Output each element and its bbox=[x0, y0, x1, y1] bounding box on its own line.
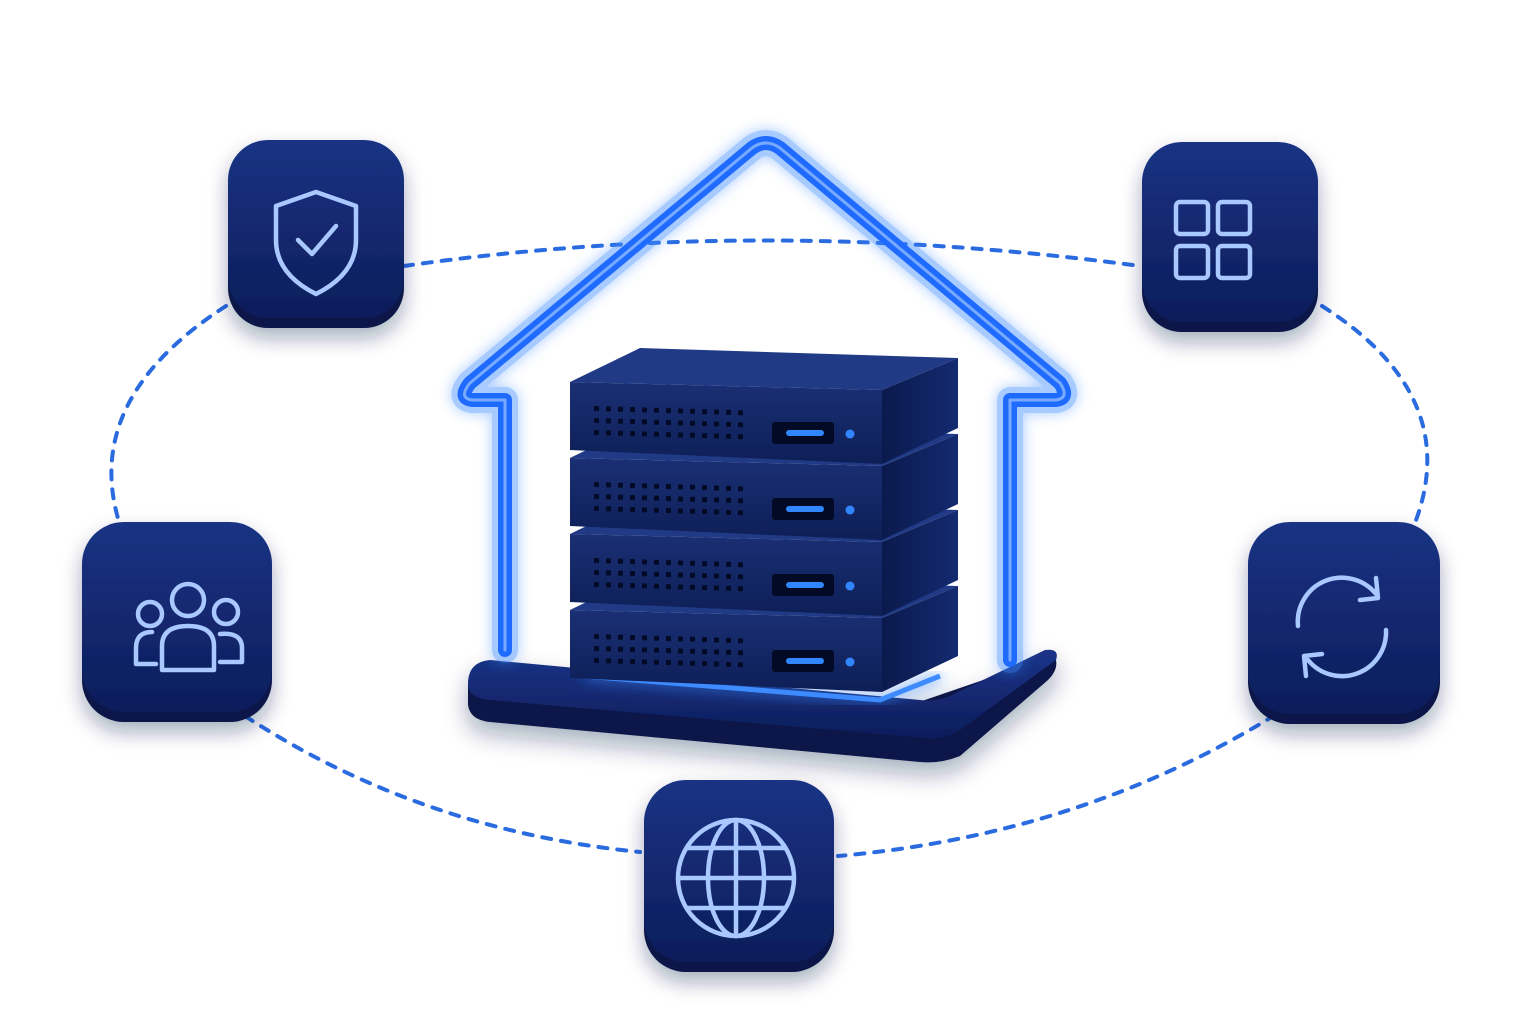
server-unit bbox=[570, 348, 958, 464]
server-vents bbox=[594, 482, 743, 516]
tile-users[interactable] bbox=[82, 522, 272, 722]
tile-web[interactable] bbox=[644, 780, 834, 972]
connector-security-users bbox=[109, 304, 228, 527]
tile-sync[interactable] bbox=[1248, 522, 1440, 724]
connector-users-web bbox=[243, 714, 642, 854]
users-icon bbox=[133, 581, 245, 673]
status-led-bar bbox=[786, 658, 824, 664]
house-outline bbox=[451, 130, 1078, 673]
tile-apps[interactable] bbox=[1142, 142, 1318, 332]
connector-lines bbox=[109, 238, 1430, 858]
server-stack bbox=[570, 348, 958, 692]
tile-security[interactable] bbox=[228, 140, 404, 328]
status-led-bar bbox=[786, 430, 824, 436]
status-led-bar bbox=[786, 506, 824, 512]
sync-icon bbox=[1295, 575, 1389, 679]
power-led bbox=[845, 429, 855, 439]
server-vents bbox=[594, 634, 743, 668]
server-vents bbox=[594, 558, 743, 592]
power-led bbox=[845, 657, 855, 667]
connector-security-apps bbox=[402, 238, 1142, 268]
globe-icon bbox=[675, 817, 797, 939]
hub bbox=[451, 130, 1078, 763]
connector-sync-web bbox=[836, 713, 1277, 858]
grid-icon bbox=[1173, 199, 1253, 281]
shield-check-icon bbox=[273, 189, 359, 297]
status-led-bar bbox=[786, 582, 824, 588]
power-led bbox=[845, 505, 855, 515]
power-led bbox=[845, 581, 855, 591]
connector-apps-sync bbox=[1320, 304, 1430, 537]
server-vents bbox=[594, 406, 743, 440]
